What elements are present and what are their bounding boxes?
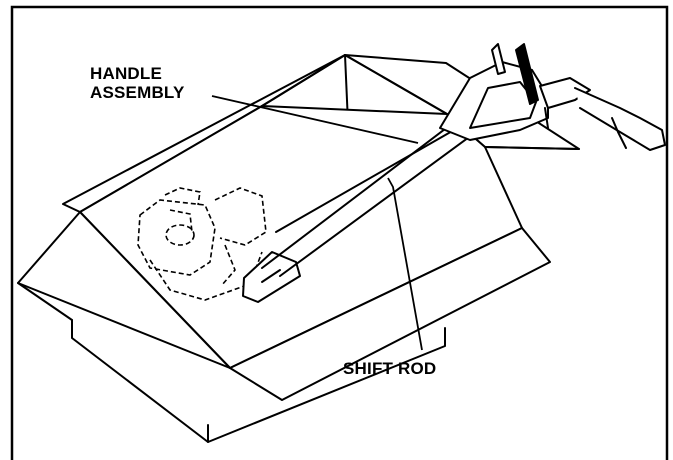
handle-assembly-label: HANDLE ASSEMBLY bbox=[90, 64, 185, 102]
handle-label-line2: ASSEMBLY bbox=[90, 83, 185, 102]
shift-rod-label: SHIFT ROD bbox=[343, 359, 437, 378]
shift-rod-leader bbox=[387, 177, 423, 351]
carton bbox=[17, 54, 580, 443]
handle-assembly bbox=[242, 43, 666, 303]
border bbox=[10, 5, 669, 460]
handle-label-line1: HANDLE bbox=[90, 64, 163, 83]
leader-lines bbox=[211, 95, 423, 351]
handle-leader bbox=[211, 95, 419, 144]
